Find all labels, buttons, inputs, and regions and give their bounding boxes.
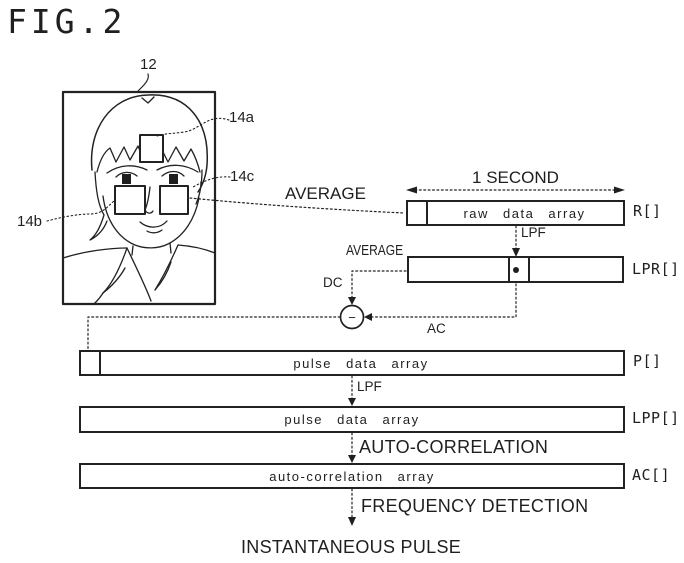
ac-array-tag: AC[] bbox=[632, 466, 671, 484]
lpp-data-array-box: pulse data array bbox=[79, 406, 625, 433]
auto-correlation-label: AUTO-CORRELATION bbox=[359, 437, 549, 457]
eyebrow-right bbox=[156, 164, 199, 173]
neck-lines bbox=[131, 242, 172, 256]
arrowhead-lpf1 bbox=[512, 248, 520, 257]
hair-outline bbox=[90, 94, 208, 193]
arrowhead-ac-into-subtractor bbox=[364, 313, 372, 321]
hair-bangs-right bbox=[161, 146, 201, 173]
roi-forehead bbox=[139, 134, 164, 163]
lpp-array-tag: LPP[] bbox=[632, 409, 680, 427]
mouth-smile bbox=[139, 220, 168, 228]
eyelid-right bbox=[161, 170, 185, 177]
lpr-center-cell bbox=[508, 258, 530, 281]
one-second-label: 1 SECOND bbox=[472, 168, 559, 187]
shoulder-right bbox=[177, 244, 216, 254]
hair-sideburn-right bbox=[195, 169, 203, 205]
leader-14b bbox=[46, 199, 116, 222]
subtractor-circle bbox=[339, 304, 365, 330]
lpf-label-1: LPF bbox=[521, 225, 546, 240]
ref-label-14b: 14b bbox=[17, 213, 43, 230]
pupil-right bbox=[169, 174, 178, 184]
shoulder-left bbox=[62, 247, 128, 259]
connectors bbox=[87, 189, 617, 520]
auto-correlation-array-box: auto-correlation array bbox=[79, 463, 625, 489]
pulse-cell-divider bbox=[99, 352, 101, 374]
line-average-dc bbox=[351, 270, 407, 300]
arrowhead-frequency-detection bbox=[348, 517, 356, 526]
arrowhead-one-second-right bbox=[614, 186, 625, 194]
collar-left-flick bbox=[102, 267, 126, 294]
average-face-label: AVERAGE bbox=[285, 184, 366, 203]
line-face-to-raw bbox=[189, 197, 405, 214]
roi-cheek-left bbox=[114, 185, 146, 215]
roi-rects bbox=[114, 134, 189, 215]
ref-label-14a: 14a bbox=[229, 109, 255, 126]
raw-array-tag: R[] bbox=[633, 202, 662, 220]
chest-line bbox=[93, 292, 104, 305]
leader-14a bbox=[154, 117, 230, 138]
lpr-array-tag: LPR[] bbox=[632, 260, 680, 278]
arrowhead-autocorrelation bbox=[348, 455, 356, 463]
hair-bangs-left bbox=[96, 145, 143, 173]
eyelid-left bbox=[115, 171, 138, 178]
lpf-label-2: LPF bbox=[357, 379, 382, 394]
ref-label-14c: 14c bbox=[230, 168, 255, 185]
hair-parting bbox=[141, 96, 155, 104]
line-subtractor-to-pulse bbox=[87, 316, 341, 353]
pupil-left bbox=[122, 174, 131, 184]
face-sketch bbox=[62, 94, 216, 305]
line-lpr-to-subtractor bbox=[367, 283, 517, 318]
eyebrow-left bbox=[106, 165, 148, 174]
raw-cell-divider bbox=[426, 202, 428, 224]
pulse-array-tag: P[] bbox=[633, 352, 662, 370]
ac-label: AC bbox=[427, 321, 446, 336]
pulse-data-array-text: pulse data array bbox=[293, 355, 429, 371]
collar-right-flick bbox=[154, 261, 172, 291]
arrowhead-lpf2 bbox=[348, 398, 356, 406]
raw-data-array-text: raw data array bbox=[463, 205, 586, 221]
lpr-sample-dot bbox=[513, 267, 519, 273]
roi-cheek-right bbox=[159, 185, 189, 215]
auto-correlation-array-text: auto-correlation array bbox=[269, 468, 435, 484]
arrowhead-dc-into-subtractor bbox=[348, 297, 356, 305]
arrowhead-one-second-left bbox=[406, 186, 417, 194]
mouth-lower-lip bbox=[146, 229, 163, 234]
ref-label-12: 12 bbox=[140, 56, 157, 73]
collar-left-inner bbox=[126, 247, 152, 302]
subtract-symbol: − bbox=[348, 310, 356, 325]
dc-label: DC bbox=[323, 275, 343, 290]
figure-title: FIG.2 bbox=[7, 2, 127, 41]
pulse-data-array-box: pulse data array bbox=[79, 350, 625, 376]
face-jaw bbox=[102, 195, 200, 249]
raw-data-array-box: raw data array bbox=[406, 200, 625, 226]
hair-sideburn-left bbox=[89, 171, 108, 241]
frequency-detection-label: FREQUENCY DETECTION bbox=[361, 496, 589, 516]
average-lpr-label: AVERAGE bbox=[346, 242, 404, 259]
lpp-data-array-text: pulse data array bbox=[284, 412, 420, 427]
instantaneous-pulse-caption: INSTANTANEOUS PULSE bbox=[241, 537, 462, 557]
leader-12 bbox=[137, 73, 149, 92]
